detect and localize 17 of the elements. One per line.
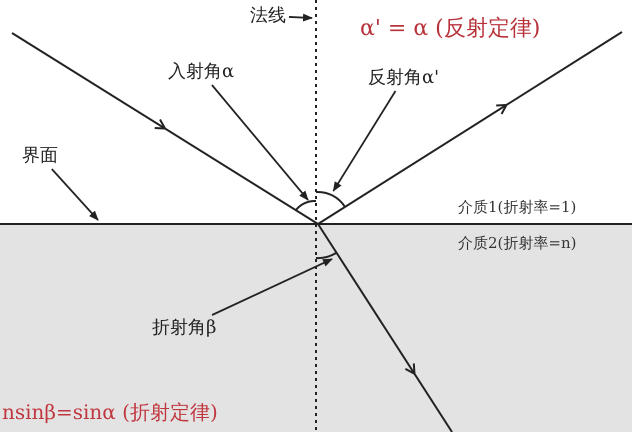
- leader-line: [212, 258, 333, 316]
- leader-line: [51, 168, 99, 221]
- angle-arc: [295, 200, 316, 211]
- callout-text: 界面: [22, 146, 58, 166]
- angle-arc: [316, 191, 346, 208]
- medium-label: 介质1(折射率=1): [458, 198, 576, 217]
- callout-text: 折射角β: [152, 318, 216, 338]
- leader-line: [211, 84, 309, 201]
- callout-text: 反射角α': [368, 68, 440, 88]
- law-formula: nsinβ=sinα (折射定律): [2, 400, 218, 424]
- leader-line: [288, 14, 313, 22]
- law-formula: α' = α (反射定律): [360, 16, 540, 42]
- callout-text: 法线: [250, 6, 286, 26]
- leader-line: [332, 90, 396, 192]
- angle-arc: [316, 252, 336, 259]
- callout-text: 入射角α: [168, 62, 234, 82]
- medium-label: 介质2(折射率=n): [458, 234, 576, 253]
